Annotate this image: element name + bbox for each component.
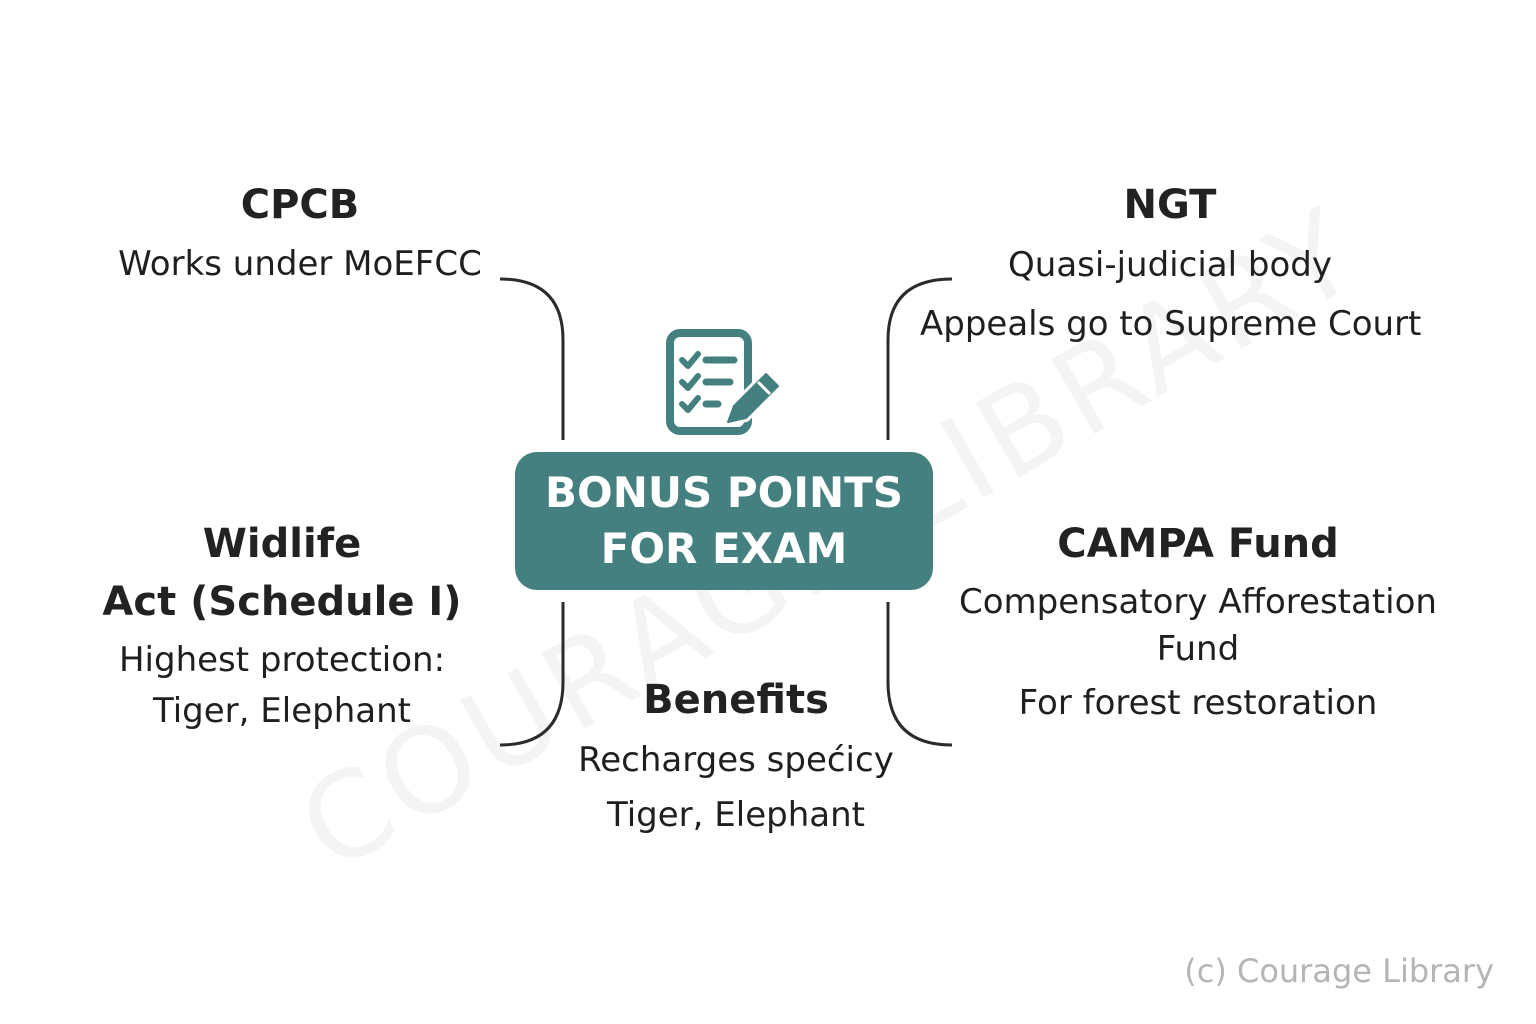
- connector-campa: [886, 602, 953, 747]
- central-topic-line-2: FOR EXAM: [600, 524, 848, 573]
- topic-wildlife-title-line-2: Act (Schedule I): [102, 579, 462, 625]
- topic-campa-line-1: Compensatory Afforestation: [959, 582, 1437, 622]
- central-topic-line-1: BONUS POINTS: [544, 468, 903, 517]
- topic-wildlife-line-1: Highest protection:: [118, 640, 446, 680]
- connector-ngt: [886, 277, 953, 440]
- topic-ngt: NGT Quasi-judicial body Appeals go to Su…: [920, 176, 1422, 352]
- checklist-with-pencil-icon: [666, 329, 782, 435]
- connector-wildlife: [499, 602, 565, 747]
- topic-benefits-title: Benefits: [643, 677, 829, 723]
- topic-cpcb-line: Works under MoEFCC: [118, 244, 482, 284]
- topic-campa-fund: CAMPA Fund Compensatory Afforestation Fu…: [948, 515, 1448, 739]
- topic-wildlife-line-2: Tiger, Elephant: [153, 691, 411, 731]
- topic-benefits: Benefits Recharges spećicy Tiger, Elepha…: [536, 671, 936, 839]
- topic-benefits-line-1: Recharges spećicy: [578, 740, 894, 780]
- topic-wildlife-title-line-1: Widlife: [202, 521, 362, 567]
- central-topic-box: BONUS POINTS FOR EXAM: [515, 452, 933, 590]
- copyright-credit: (c) Courage Library: [1184, 952, 1494, 990]
- topic-ngt-title: NGT: [1123, 182, 1217, 228]
- topic-cpcb-title: CPCB: [240, 182, 360, 228]
- topic-benefits-line-2: Tiger, Elephant: [607, 795, 865, 835]
- topic-campa-line-3: For forest restoration: [1018, 683, 1378, 723]
- topic-campa-title: CAMPA Fund: [1057, 521, 1339, 567]
- topic-wildlife-act: Widlife Act (Schedule I) Highest protect…: [96, 515, 468, 733]
- topic-ngt-line-1: Quasi-judicial body: [1008, 245, 1332, 285]
- topic-cpcb: CPCB Works under MoEFCC: [96, 176, 504, 294]
- connector-cpcb: [499, 277, 565, 440]
- topic-campa-line-2: Fund: [1156, 629, 1240, 669]
- topic-ngt-line-2: Appeals go to Supreme Court: [920, 304, 1422, 344]
